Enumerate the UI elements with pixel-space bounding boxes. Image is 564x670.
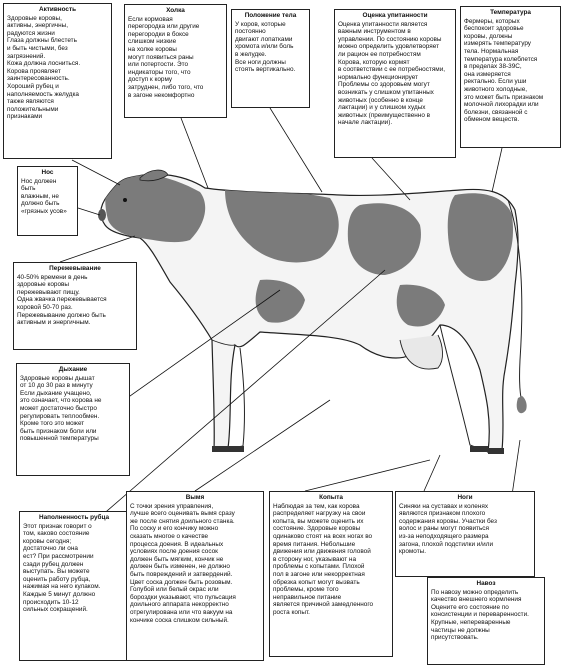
callout-manure-title: Навоз [431, 580, 541, 588]
callout-activity-title: Активность [7, 6, 108, 14]
callout-hooves-title: Копыта [273, 494, 389, 502]
callout-legs-title: Ноги [399, 494, 531, 502]
callout-condition-text: Оценка упитанности является важным инстр… [338, 21, 452, 127]
callout-legs: Ноги Синяки на суставах и коленях являют… [395, 491, 535, 577]
callout-rumen-fill-title: Наполненность рубца [23, 514, 125, 522]
callout-activity-text: Здоровые коровы, активны, энергичны, рад… [7, 15, 108, 121]
callout-posture-title: Положение тела [235, 12, 306, 20]
cow-body [98, 170, 527, 454]
callout-hock-title: Холка [128, 7, 223, 15]
callout-temperature: Температура Фермеры, которых беспокоит з… [460, 6, 561, 148]
callout-posture-text: У коров, которые постоянно двигают лопат… [235, 21, 306, 74]
callout-manure: Навоз По навозу можно определить качеств… [427, 577, 545, 665]
callout-nose-title: Нос [21, 169, 74, 177]
callout-hooves-text: Наблюдая за тем, как корова распределяет… [273, 503, 389, 617]
callout-hock-text: Если кормовая перегородка или другие пер… [128, 16, 223, 100]
callout-rumination: Пережевывание 40-50% времени в день здор… [13, 262, 137, 350]
callout-breathing: Дыхание Здоровые коровы дышат от 10 до 3… [16, 363, 130, 476]
callout-breathing-text: Здоровые коровы дышат от 10 до 30 раз в … [20, 375, 126, 443]
callout-nose: Нос Нос должен быть влажным, не должно б… [17, 166, 78, 236]
callout-temperature-title: Температура [464, 9, 557, 17]
callout-condition: Оценка упитанности Оценка упитанности яв… [334, 9, 456, 158]
callout-udder-title: Вымя [130, 494, 260, 502]
callout-udder-text: С точки зрения управления, лучше всего о… [130, 503, 260, 625]
callout-legs-text: Синяки на суставах и коленях являются пр… [399, 503, 531, 556]
callout-posture: Положение тела У коров, которые постоянн… [231, 9, 310, 108]
callout-rumen-fill: Наполненность рубца Этот признак говорит… [19, 511, 129, 661]
callout-rumination-text: 40-50% времени в день здоровые коровы пе… [17, 274, 133, 327]
callout-rumen-fill-text: Этот признак говорит о том, каково состо… [23, 523, 125, 614]
callout-udder: Вымя С точки зрения управления, лучше вс… [126, 491, 264, 661]
callout-temperature-text: Фермеры, которых беспокоит здоровье коро… [464, 18, 557, 124]
callout-activity: Активность Здоровые коровы, активны, эне… [3, 3, 112, 159]
callout-rumination-title: Пережевывание [17, 265, 133, 273]
callout-manure-text: По навозу можно определить качество внеш… [431, 589, 541, 642]
callout-condition-title: Оценка упитанности [338, 12, 452, 20]
callout-breathing-title: Дыхание [20, 366, 126, 374]
callout-nose-text: Нос должен быть влажным, не должно быть … [21, 178, 74, 216]
callout-hooves: Копыта Наблюдая за тем, как корова распр… [269, 491, 393, 657]
callout-hock: Холка Если кормовая перегородка или друг… [124, 4, 227, 118]
